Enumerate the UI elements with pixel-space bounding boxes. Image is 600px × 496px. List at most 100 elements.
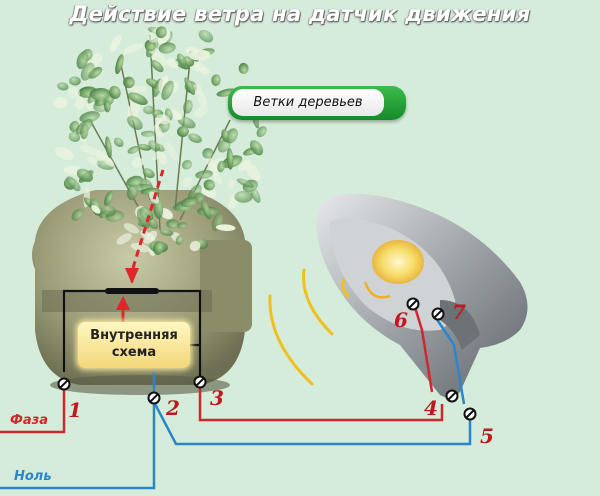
leaf (115, 54, 124, 75)
leaf (245, 164, 261, 181)
terminal-number-5: 5 (480, 424, 494, 448)
leaf (68, 86, 81, 99)
leaf (156, 114, 171, 125)
leaf (71, 208, 84, 221)
leaf (94, 98, 106, 107)
leaf (195, 170, 214, 179)
leaf (154, 124, 163, 139)
leaf (211, 74, 221, 86)
leaf (238, 62, 249, 74)
leaf (127, 145, 140, 154)
leaf (91, 205, 101, 214)
leaf (143, 230, 158, 244)
leaf (116, 233, 132, 245)
leaf (159, 229, 174, 236)
motion-sensor (32, 190, 252, 395)
phase-label: Фаза (10, 413, 48, 428)
leaf (203, 179, 215, 191)
leaf (177, 125, 189, 138)
leaf (166, 219, 180, 229)
leaf (123, 76, 135, 89)
leaf (137, 144, 152, 151)
leaf (158, 42, 176, 54)
diagram-title: Действие ветра на датчик движения (69, 2, 531, 26)
leaf (113, 137, 124, 148)
leaf (188, 49, 211, 61)
leaf (123, 43, 144, 54)
leaf (150, 59, 164, 73)
leaf (184, 77, 196, 95)
street-lamp (316, 193, 528, 398)
terminal-markers (57, 297, 477, 421)
sensor-circuit (62, 289, 202, 376)
leaf (182, 176, 193, 188)
leaf (176, 53, 187, 67)
detection-waves (268, 268, 350, 386)
leaf (95, 150, 106, 162)
leaf (148, 140, 161, 152)
leaf (188, 133, 202, 144)
leaf (127, 115, 143, 130)
terminal-number-4: 4 (424, 396, 438, 420)
leaf (155, 26, 167, 39)
leaf (127, 99, 141, 121)
neutral-label: Ноль (14, 469, 52, 484)
leaf (159, 153, 167, 165)
leaf (143, 105, 155, 115)
leaf (87, 156, 99, 166)
leaf (109, 34, 122, 52)
leaf (166, 141, 178, 162)
leaf (153, 241, 164, 256)
leaf (176, 222, 188, 229)
leaf (92, 53, 103, 64)
leaf (166, 58, 179, 69)
leaf (217, 160, 226, 173)
inner-scheme-line2: схема (111, 345, 157, 360)
leaf (109, 85, 121, 99)
leaf (131, 157, 144, 168)
terminal-number-7: 7 (452, 300, 466, 324)
phase-wire (0, 303, 444, 434)
terminal-number-6: 6 (394, 308, 408, 332)
leaf (104, 190, 114, 207)
leaf (177, 116, 196, 129)
leaf (126, 175, 143, 188)
leaf (79, 111, 100, 123)
leaf (198, 29, 214, 43)
terminal-number-3: 3 (210, 386, 224, 410)
leaf (181, 160, 193, 170)
leaf (183, 99, 193, 114)
leaf (76, 168, 93, 182)
leaf (161, 80, 174, 101)
leaf (193, 105, 208, 118)
leaf (89, 87, 111, 100)
leaf (127, 92, 148, 105)
leaf (123, 223, 140, 234)
leaf (142, 168, 155, 179)
leaf (215, 224, 236, 232)
leaf (226, 148, 234, 170)
branches-callout-text: Ветки деревьев (232, 89, 384, 116)
leaf (238, 159, 251, 172)
leaf (75, 96, 86, 110)
leaf (189, 240, 201, 252)
leaf (55, 146, 74, 161)
leaf (103, 100, 111, 113)
leaf (227, 179, 236, 189)
wind-effect-arrows (116, 169, 165, 322)
leaf (136, 208, 151, 229)
leaf (101, 204, 116, 217)
leaf (180, 197, 199, 208)
branches-callout: Ветки деревьев (228, 86, 406, 120)
leaf (105, 136, 112, 159)
leaf (76, 51, 89, 70)
inner-scheme-line1: Внутренняя (90, 328, 178, 343)
leaf (140, 130, 156, 137)
leaf (68, 132, 81, 142)
leaf (221, 129, 230, 142)
neutral-wire (0, 317, 472, 490)
leaf (234, 190, 253, 203)
leaf (66, 176, 81, 192)
leaf (129, 85, 147, 93)
